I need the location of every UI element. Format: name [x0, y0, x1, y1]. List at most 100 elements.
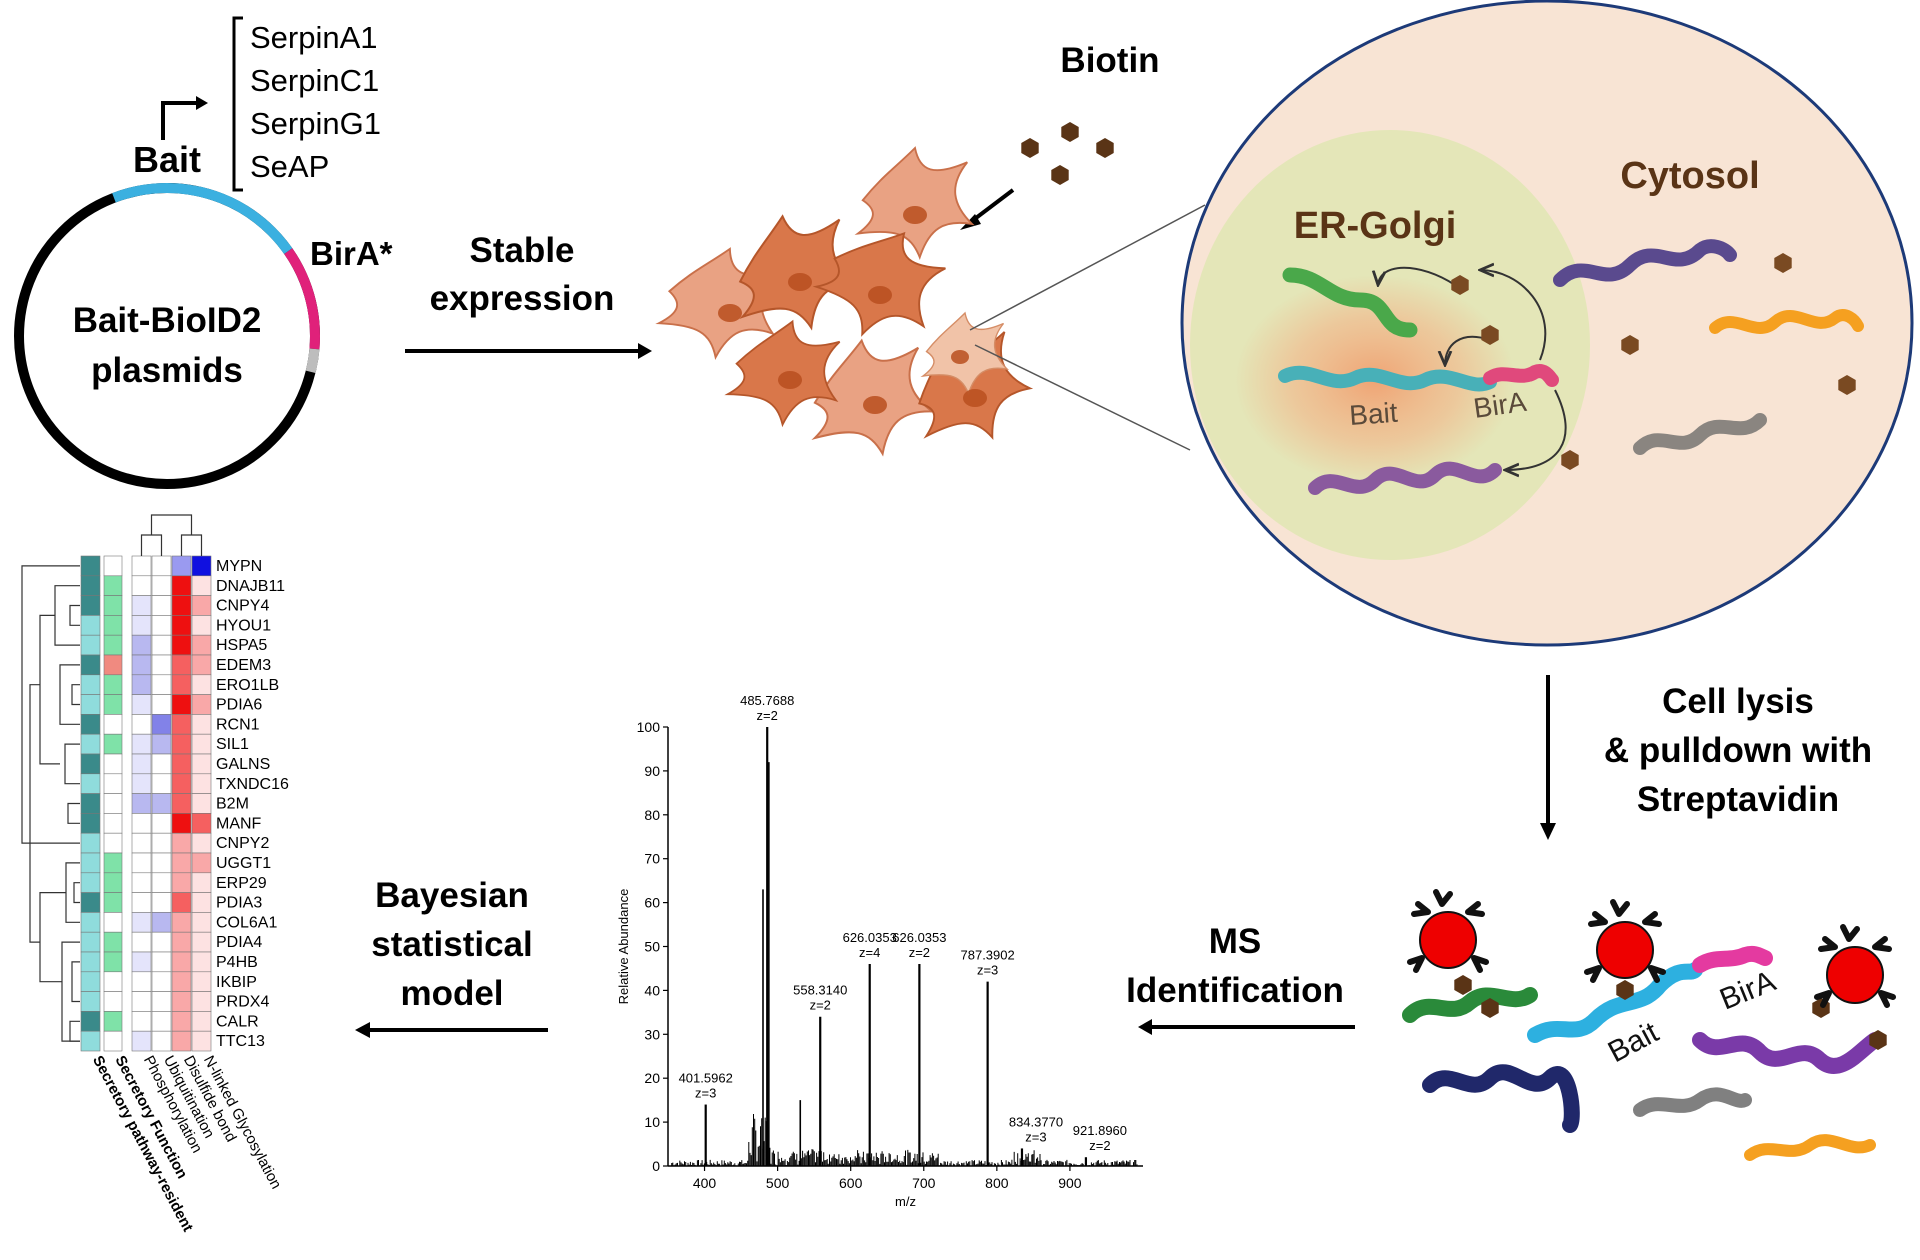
bira-enzyme	[1483, 364, 1559, 387]
promoter-arrow	[161, 101, 200, 140]
heatmap-cell	[151, 892, 172, 913]
cell-culture	[653, 147, 1206, 464]
heatmap-cell	[131, 872, 152, 893]
heatmap-cell	[171, 912, 192, 933]
heatmap-cell	[80, 615, 101, 636]
cytosol-protein-orange	[1709, 309, 1864, 334]
gene-label: TXNDC16	[216, 776, 289, 793]
lysis-label: Cell lysis	[1662, 682, 1814, 721]
model-label: model	[400, 974, 503, 1013]
zoomed-cell: ER-Golgi Cytosol Bait BirA	[1180, 0, 1914, 647]
heatmap-cell	[131, 753, 152, 775]
streptavidin-label: Streptavidin	[1637, 780, 1839, 819]
pulled-bira	[1692, 945, 1773, 973]
pulled-protein-green	[1402, 987, 1538, 1023]
dendrogram-branch	[73, 882, 80, 904]
pulled-protein-purple	[1692, 1032, 1883, 1074]
heatmap-cell	[151, 931, 172, 953]
cell-nucleus	[868, 286, 892, 304]
heatmap-cell	[131, 654, 152, 676]
heatmap-cell	[80, 634, 101, 656]
heatmap-cell	[171, 595, 192, 616]
plasmid-linker-segment	[305, 348, 320, 374]
heatmap-cell	[103, 733, 123, 755]
zoom-line-top	[969, 204, 1206, 331]
heatmap-cell	[103, 971, 123, 992]
cell-nucleus	[963, 389, 987, 407]
heatmap-cell	[171, 575, 192, 596]
gene-label: P4HB	[216, 954, 258, 971]
heatmap-cell	[191, 773, 212, 794]
heatmap-cell	[80, 654, 101, 676]
heatmap-cell	[171, 753, 192, 775]
x-tick-label: 500	[766, 1175, 790, 1191]
heatmap-cell	[151, 832, 172, 854]
bait-option: SerpinC1	[250, 63, 379, 98]
x-tick-label: 400	[693, 1175, 717, 1191]
heatmap-cell	[171, 872, 192, 893]
heatmap-cell	[103, 793, 123, 814]
gene-label: PRDX4	[216, 994, 269, 1011]
y-tick-label: 50	[644, 939, 660, 955]
heatmap-cell	[151, 852, 172, 874]
heatmap-cell	[191, 912, 212, 933]
gene-label: ERP29	[216, 875, 267, 892]
heatmap-cell	[131, 575, 152, 596]
heatmap-cell	[191, 555, 212, 577]
heatmap-cell	[80, 951, 101, 973]
stable-arrowhead	[638, 343, 652, 359]
gene-label: HSPA5	[216, 637, 267, 654]
biotin-transfer-arrow	[1505, 389, 1567, 470]
peak-charge-label: z=4	[859, 945, 880, 960]
heatmap-cell	[80, 832, 101, 854]
heatmap-cell	[80, 813, 101, 834]
cytosol-protein-gray	[1633, 413, 1767, 455]
spectrum-noise	[671, 762, 1139, 1166]
cytosol-protein-purple	[1553, 239, 1737, 287]
gene-label: UGGT1	[216, 855, 271, 872]
spectrum-noise-lines	[671, 1114, 1139, 1166]
heatmap-cell	[80, 694, 101, 715]
peak-charge-label: z=3	[1025, 1129, 1046, 1144]
pulldown-bira-text: BirA	[1715, 965, 1780, 1017]
spectrum-x-label: m/z	[895, 1194, 916, 1209]
heatmap-cell	[80, 971, 101, 992]
heatmap-cell	[103, 813, 123, 834]
heatmap-cell	[171, 654, 192, 676]
heatmap-cell	[171, 813, 192, 834]
heatmap-cell	[191, 951, 212, 973]
gene-label: PDIA3	[216, 895, 262, 912]
gene-label: CNPY2	[216, 835, 269, 852]
dendrogram-branch	[61, 941, 80, 1042]
dendrogram-branch	[21, 565, 80, 844]
heatmap: MYPNDNAJB11CNPY4HYOU1HSPA5EDEM3ERO1LBPDI…	[21, 514, 289, 1235]
y-tick-label: 70	[644, 851, 660, 867]
peak-mz-label: 558.3140	[793, 983, 847, 998]
heatmap-cell	[103, 912, 123, 933]
heatmap-cell	[191, 852, 212, 874]
heatmap-cell	[80, 733, 101, 755]
heatmap-cell	[103, 892, 123, 913]
heatmap-cell	[131, 793, 152, 814]
heatmap-cell	[80, 753, 101, 775]
heatmap-cell	[80, 674, 101, 695]
biotin-transfer-arrow	[1378, 266, 1456, 285]
x-tick-label: 700	[912, 1175, 936, 1191]
biotin-molecule	[1021, 138, 1039, 158]
peak-mz-label: 787.3902	[961, 948, 1015, 963]
dendrogram-branch	[150, 514, 193, 535]
ms-label: MS	[1209, 922, 1262, 961]
promoter-arrowhead	[196, 96, 208, 110]
heatmap-cell	[103, 615, 123, 636]
dendrogram-branch	[180, 534, 203, 556]
heatmap-cell	[103, 832, 123, 854]
dendrogram-branch	[65, 862, 80, 923]
heatmap-cell	[103, 773, 123, 794]
heatmap-cell	[191, 892, 212, 913]
plasmid-bait-segment	[112, 183, 293, 254]
heatmap-cell	[80, 1011, 101, 1032]
pulled-bait-protein	[1527, 962, 1703, 1043]
heatmap-cell	[103, 872, 123, 893]
heatmap-cell	[171, 674, 192, 695]
pulldown-result: Bait BirA	[1402, 892, 1893, 1161]
